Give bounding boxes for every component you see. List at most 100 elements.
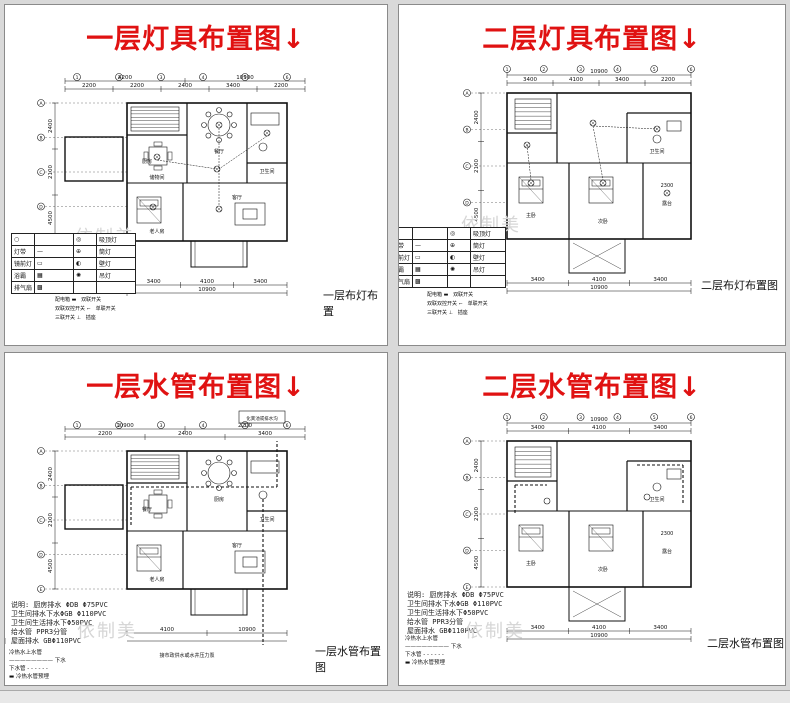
legend-label: 筒灯 — [96, 245, 137, 258]
panel-second-floor-lighting: 二层灯具布置图↓ 依制美 ABCDE1234561090034004100340… — [398, 4, 786, 346]
drawing-caption: 二层水管布置图 — [707, 637, 784, 650]
chair-symbol — [153, 513, 163, 519]
axis-bubble — [157, 421, 165, 429]
legend-label: 浴霸 — [10, 269, 36, 282]
legend-label: 下水管 — [405, 652, 422, 658]
wiring-line — [218, 135, 268, 170]
coffee-table-symbol — [242, 556, 258, 568]
dimension-label: 2400 — [178, 431, 192, 437]
legend-label: 壁灯 — [96, 257, 137, 270]
axis-bubble — [157, 73, 165, 81]
axis-label: 5 — [244, 423, 247, 429]
bed-line — [518, 176, 544, 204]
floor-plan-drawing: ABCDE12345610900340041003400220024002100… — [463, 65, 695, 294]
toilet-symbol — [258, 490, 268, 500]
legend-label: 双联开关 — [81, 297, 102, 303]
axis-bubble — [115, 73, 123, 81]
porch-outline — [190, 240, 248, 268]
dimension-label: 4100 — [200, 279, 214, 285]
dimension-label: 2100 — [48, 513, 54, 527]
axis-bubble — [199, 421, 207, 429]
balcony-outline — [568, 238, 626, 274]
bed-line — [518, 524, 544, 552]
stair-outline — [514, 446, 552, 478]
lighting-legend: ○◎吸顶灯 灯带—⊕筒灯 镜前灯▭◐壁灯 浴霸▦✺吊灯 排气扇▩ — [10, 233, 137, 294]
table-symbol — [148, 494, 168, 514]
ceiling-light-symbol — [523, 141, 531, 149]
ceiling-light-symbol — [215, 205, 223, 213]
dimension-label: 3400 — [253, 279, 267, 285]
axis-bubble — [241, 73, 249, 81]
axis-bubble — [650, 413, 658, 421]
room-label: 次卧 — [598, 218, 608, 225]
chair-symbol — [226, 111, 233, 118]
axis-bubble — [37, 202, 45, 211]
bed-line — [136, 544, 162, 572]
axis-label: 3 — [160, 75, 163, 81]
axis-label: 6 — [286, 75, 289, 81]
dimension-label: 2400 — [474, 110, 480, 124]
legend-label: 浴霸 — [399, 263, 414, 276]
legend-label: 双联双控开关 — [427, 301, 458, 307]
light-cross — [216, 122, 222, 128]
dimension-label: 2200 — [130, 83, 144, 89]
legend-row: 灯带—⊕筒灯 — [10, 245, 137, 258]
axis-label: 2 — [118, 75, 121, 81]
legend-label: 筒灯 — [470, 239, 507, 252]
legend-label: 双联开关 — [453, 292, 474, 298]
dimension-label: 10900 — [236, 75, 254, 81]
axis-bubble — [540, 413, 548, 421]
axis-label: E — [40, 587, 43, 593]
ceiling-light-symbol — [527, 179, 535, 187]
pillow-symbol — [591, 179, 611, 187]
axis-bubble — [37, 168, 45, 176]
watermark: 依制美 — [77, 621, 137, 642]
dimension-label: 2100 — [474, 159, 480, 173]
toilet-symbol — [652, 134, 662, 144]
axis-label: 4 — [616, 67, 619, 73]
axis-label: 3 — [579, 67, 582, 73]
axis-bubble — [37, 99, 45, 107]
axis-bubble — [37, 585, 45, 593]
legend-label: 壁灯 — [470, 251, 507, 264]
dimension-label: 2400 — [474, 458, 480, 472]
axis-bubble — [283, 421, 291, 429]
pillow-symbol — [591, 527, 611, 535]
chair-symbol — [153, 489, 163, 495]
chair-symbol — [201, 122, 207, 128]
axis-label: 2 — [542, 67, 545, 73]
dimension-label: 4500 — [48, 559, 54, 573]
legend-label: 冷热水管预埋 — [411, 660, 445, 666]
stair-outline — [130, 106, 180, 132]
dimension-label: 4200 — [118, 75, 132, 81]
light-cross — [150, 204, 156, 210]
dimension-label: 3400 — [258, 431, 272, 437]
axis-label: C — [39, 170, 42, 176]
sofa-symbol — [234, 202, 266, 226]
dimension-label: 3400 — [523, 77, 537, 83]
axis-bubble — [37, 516, 45, 524]
room-label: 露台 — [662, 200, 672, 207]
room-label: 餐厅 — [142, 506, 152, 513]
room-label: 主卧 — [526, 560, 536, 567]
legend-label: 吸顶灯 — [470, 227, 507, 240]
counter-symbol — [250, 460, 280, 474]
legend-label: 冷热水上水管 — [405, 636, 439, 642]
switch-legend: 配电箱 ▬ 双联开关 双联双控开关 ⌐ 单联开关 三联开关 ⊥ 插座 — [427, 292, 488, 316]
legend-row: 排气扇▩ — [399, 275, 507, 288]
legend-label: 三联开关 — [55, 315, 76, 321]
legend-row: 浴霸▦✺吊灯 — [10, 269, 137, 282]
drawing-caption: 一层布灯布置 — [323, 289, 378, 318]
room-label: 客厅 — [232, 542, 242, 549]
legend-row: ○◎吸顶灯 — [399, 227, 507, 240]
bed-symbol — [588, 176, 614, 204]
axis-label: 5 — [653, 415, 656, 421]
bed-line — [588, 176, 614, 204]
room-label: 露台 — [662, 548, 672, 555]
chair-symbol — [216, 485, 222, 491]
bed-line — [588, 524, 614, 552]
dimension-label: 4100 — [569, 77, 583, 83]
dimension-label: 2300 — [661, 183, 674, 189]
